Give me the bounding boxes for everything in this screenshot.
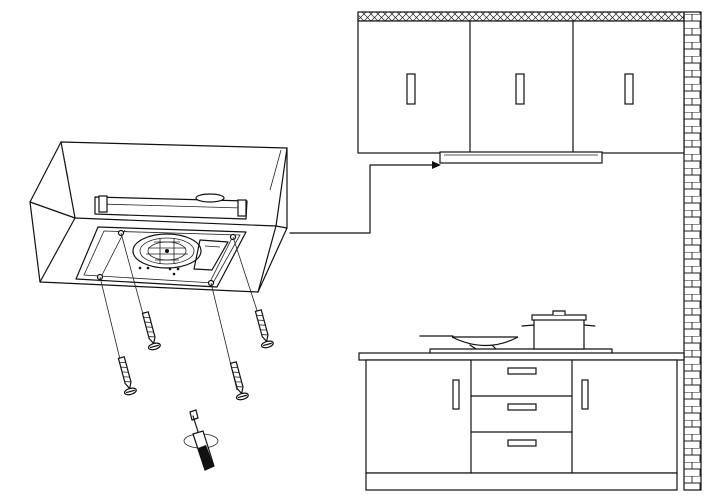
drawer-handle	[507, 403, 537, 411]
drawer-handle	[507, 439, 537, 447]
mounting-screws	[99, 232, 274, 401]
upper-door-handle	[624, 73, 634, 105]
ceiling-hatch	[357, 11, 685, 22]
hood-tray	[75, 226, 247, 288]
hood-control-panel	[193, 239, 229, 271]
drawer-handle	[507, 367, 537, 375]
screwdriver-icon	[183, 409, 219, 471]
wok	[419, 335, 519, 350]
installed-range-hood	[439, 151, 603, 164]
mounting-screw	[141, 311, 161, 351]
lower-cabinets	[365, 359, 678, 491]
upper-door-handle	[515, 73, 525, 105]
mounting-screw	[229, 361, 249, 401]
fan-grille	[132, 233, 202, 269]
lower-door-handle	[581, 379, 589, 410]
hood-motor	[195, 193, 225, 203]
cooking-pot	[521, 310, 596, 350]
cooktop	[429, 348, 613, 354]
mounting-screw	[117, 356, 137, 396]
brick-wall	[683, 11, 702, 491]
range-hood-exploded	[29, 141, 288, 293]
upper-cabinets	[357, 11, 685, 154]
connector-arrow	[289, 161, 441, 234]
mounting-screw	[254, 309, 274, 349]
lower-door-handle	[452, 379, 460, 410]
countertop	[358, 348, 685, 361]
upper-door-handle	[406, 73, 416, 105]
